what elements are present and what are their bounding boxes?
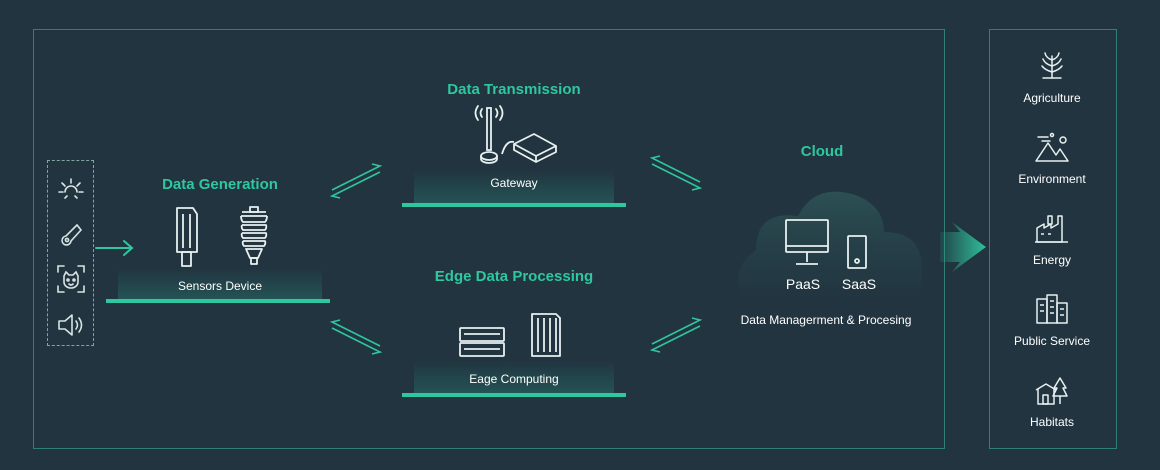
double-arrow-from-edge-icon (649, 317, 703, 353)
server-rack-icon (459, 327, 505, 357)
paas-label: PaaS (785, 276, 821, 292)
double-arrow-to-cloud-icon (649, 155, 703, 191)
data-transmission-title: Data Transmission (447, 81, 581, 98)
sensor-icons-box (47, 160, 94, 346)
buildings-icon (1036, 294, 1068, 324)
gateway-platform-glow (414, 170, 614, 204)
edge-platform-line (402, 393, 626, 397)
application-agriculture: Agriculture (989, 50, 1115, 105)
application-label: Agriculture (1023, 91, 1081, 105)
tablet-device-icon (847, 235, 867, 269)
double-arrow-up-icon (329, 163, 383, 199)
application-label: Public Service (1013, 334, 1091, 348)
double-arrow-down-icon (329, 319, 383, 355)
applications-frame (989, 29, 1117, 449)
cloud-shape-icon (738, 191, 923, 310)
sensors-platform-line (106, 299, 330, 303)
sensors-device-label: Sensors Device (177, 279, 263, 293)
edge-computing-label: Eage Computing (469, 372, 559, 386)
application-label: Environment (1018, 172, 1086, 186)
sensors-platform-glow (118, 268, 322, 300)
chevron-right-icon (940, 222, 986, 272)
face-scan-icon (57, 265, 85, 293)
house-tree-icon (1035, 377, 1068, 405)
arrow-right-icon (95, 240, 134, 256)
application-label: Energy (1032, 253, 1072, 267)
edge-processing-title: Edge Data Processing (434, 268, 594, 285)
desktop-monitor-icon (785, 219, 829, 265)
cloud-title: Cloud (800, 143, 844, 160)
factory-icon (1035, 215, 1068, 243)
thermometer-icon (61, 223, 83, 246)
application-energy: Energy (989, 212, 1115, 267)
application-label: Habitats (1029, 415, 1075, 429)
sensor-stick-icon (176, 207, 198, 267)
application-environment: Environment (989, 131, 1115, 186)
weather-station-icon (240, 206, 268, 265)
speaker-icon (58, 314, 83, 336)
cloud-caption: Data Managerment & Procesing (740, 313, 912, 327)
application-public-service: Public Service (989, 293, 1115, 348)
wifi-antenna-icon (474, 105, 504, 164)
gateway-label: Gateway (490, 176, 538, 190)
data-generation-title: Data Generation (162, 176, 278, 193)
sun-icon (58, 178, 84, 199)
server-tower-icon (531, 313, 561, 357)
saas-label: SaaS (841, 276, 877, 292)
edge-platform-glow (414, 360, 614, 394)
gateway-platform-line (402, 203, 626, 207)
plant-icon (1041, 52, 1063, 79)
mountain-icon (1035, 132, 1069, 162)
application-habitats: Habitats (989, 374, 1115, 429)
gateway-device-icon (501, 133, 557, 163)
